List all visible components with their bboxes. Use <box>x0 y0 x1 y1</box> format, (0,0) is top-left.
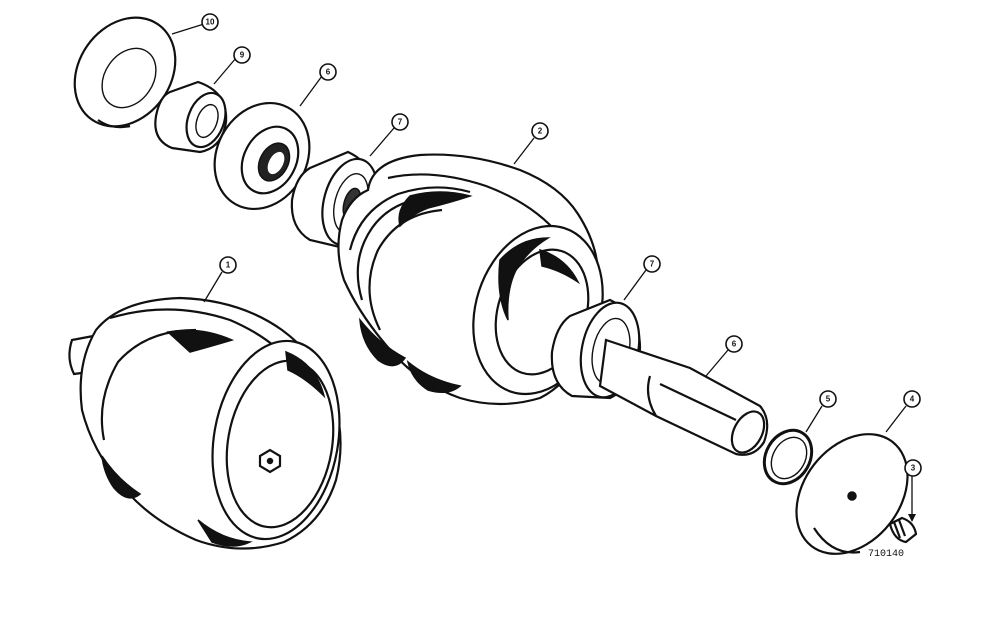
callout-9: 9 <box>233 46 251 64</box>
svg-text:6: 6 <box>326 68 331 77</box>
callout-7-lower: 7 <box>643 255 661 273</box>
callout-1: 1 <box>219 256 237 274</box>
part-2-roller-body <box>337 153 604 406</box>
callout-3: 3 <box>904 459 922 477</box>
svg-text:7: 7 <box>650 260 655 269</box>
callout-7-upper: 7 <box>391 113 409 131</box>
svg-text:3: 3 <box>911 464 916 473</box>
svg-text:2: 2 <box>538 127 543 136</box>
callout-6-upper: 6 <box>319 63 337 81</box>
part-3-plug <box>888 516 918 544</box>
svg-text:4: 4 <box>910 395 915 404</box>
part-9-bushing <box>154 80 228 154</box>
part-6-shaft <box>598 338 769 456</box>
callout-10: 10 <box>201 13 219 31</box>
leader-lines <box>171 23 916 522</box>
callout-5: 5 <box>819 390 837 408</box>
svg-text:9: 9 <box>240 51 245 60</box>
figure-reference-number: 710140 <box>868 549 904 560</box>
callout-2: 2 <box>531 122 549 140</box>
part-4-end-cap <box>795 433 909 555</box>
svg-text:7: 7 <box>398 118 403 127</box>
svg-text:5: 5 <box>826 395 831 404</box>
callout-4: 4 <box>903 390 921 408</box>
part-5-snap-ring <box>762 428 814 486</box>
callout-6-lower: 6 <box>725 335 743 353</box>
part-8-seal <box>213 101 311 211</box>
svg-text:1: 1 <box>226 261 231 270</box>
svg-text:6: 6 <box>732 340 737 349</box>
svg-text:10: 10 <box>206 18 215 27</box>
part-1-roller-assembly <box>68 296 342 550</box>
